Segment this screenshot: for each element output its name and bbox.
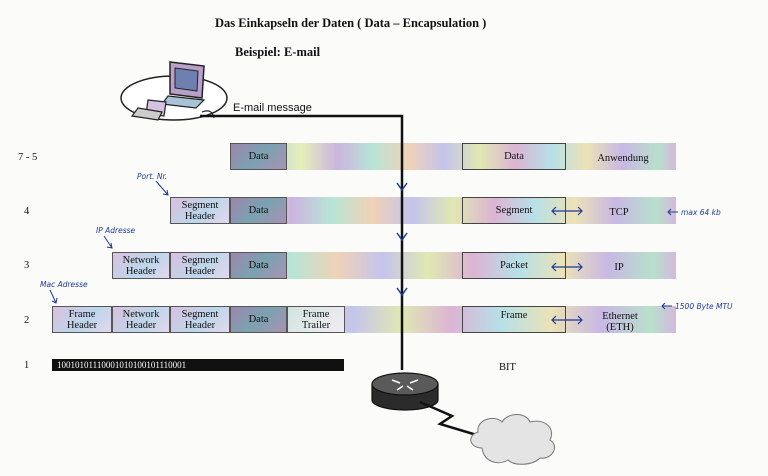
double-arrow-icon — [551, 262, 583, 272]
double-arrow-icon — [551, 315, 583, 325]
pdu-bit-label: BIT — [499, 362, 516, 373]
note-port-nr: Port. Nr. — [137, 172, 168, 181]
down-arrow-icon — [396, 232, 408, 242]
frame-trailer: Frame Trailer — [287, 306, 345, 333]
pointer-arrow-icon — [667, 208, 678, 216]
data-block: Data — [230, 143, 287, 170]
protocol-anwendung: Anwendung — [597, 153, 649, 164]
pdu-packet-box: Packet — [462, 252, 566, 279]
pointer-arrow-icon — [155, 180, 169, 196]
layer-number-2: 2 — [24, 315, 30, 326]
pdu-data-box: Data — [462, 143, 566, 170]
double-arrow-icon — [551, 206, 583, 216]
diagram-title: Das Einkapseln der Daten ( Data – Encaps… — [215, 16, 487, 30]
bit-stream: 10010101110001010100101110001 — [52, 359, 344, 371]
data-block: Data — [230, 252, 287, 279]
pointer-arrow-icon — [661, 302, 672, 310]
pointer-arrow-icon — [49, 289, 58, 304]
data-block: Data — [230, 306, 287, 333]
protocol-ip: IP — [614, 262, 624, 273]
down-arrow-icon — [396, 287, 408, 297]
protocol-tcp: TCP — [609, 207, 629, 218]
segment-header: Segment Header — [170, 197, 230, 224]
layer-number-1: 1 — [24, 360, 30, 371]
layer-number-3: 3 — [24, 260, 30, 271]
email-cable-line — [200, 114, 404, 370]
segment-header: Segment Header — [170, 252, 230, 279]
cloud-icon — [470, 414, 555, 465]
network-header: Network Header — [112, 252, 170, 279]
note-max-64kb: max 64 kb — [681, 208, 721, 217]
layer-number-4: 4 — [24, 206, 30, 217]
computer-icon — [120, 61, 228, 121]
data-block: Data — [230, 197, 287, 224]
note-ip-adresse: IP Adresse — [96, 226, 136, 235]
diagram-subtitle: Beispiel: E-mail — [235, 45, 321, 59]
note-1500-byte-mtu: 1500 Byte MTU — [675, 302, 733, 311]
frame-header: Frame Header — [52, 306, 112, 333]
network-header: Network Header — [112, 306, 170, 333]
protocol-ethernet: Ethernet (ETH) — [602, 311, 638, 333]
down-arrow-icon — [396, 182, 408, 192]
layer-75-stripe — [230, 143, 676, 170]
note-mac-adresse: Mac Adresse — [40, 280, 88, 289]
cloud-cable-line — [419, 400, 481, 438]
segment-header: Segment Header — [170, 306, 230, 333]
layer-number-7-5: 7 - 5 — [18, 152, 38, 163]
email-message-label: E-mail message — [233, 102, 312, 114]
pointer-arrow-icon — [103, 235, 113, 249]
